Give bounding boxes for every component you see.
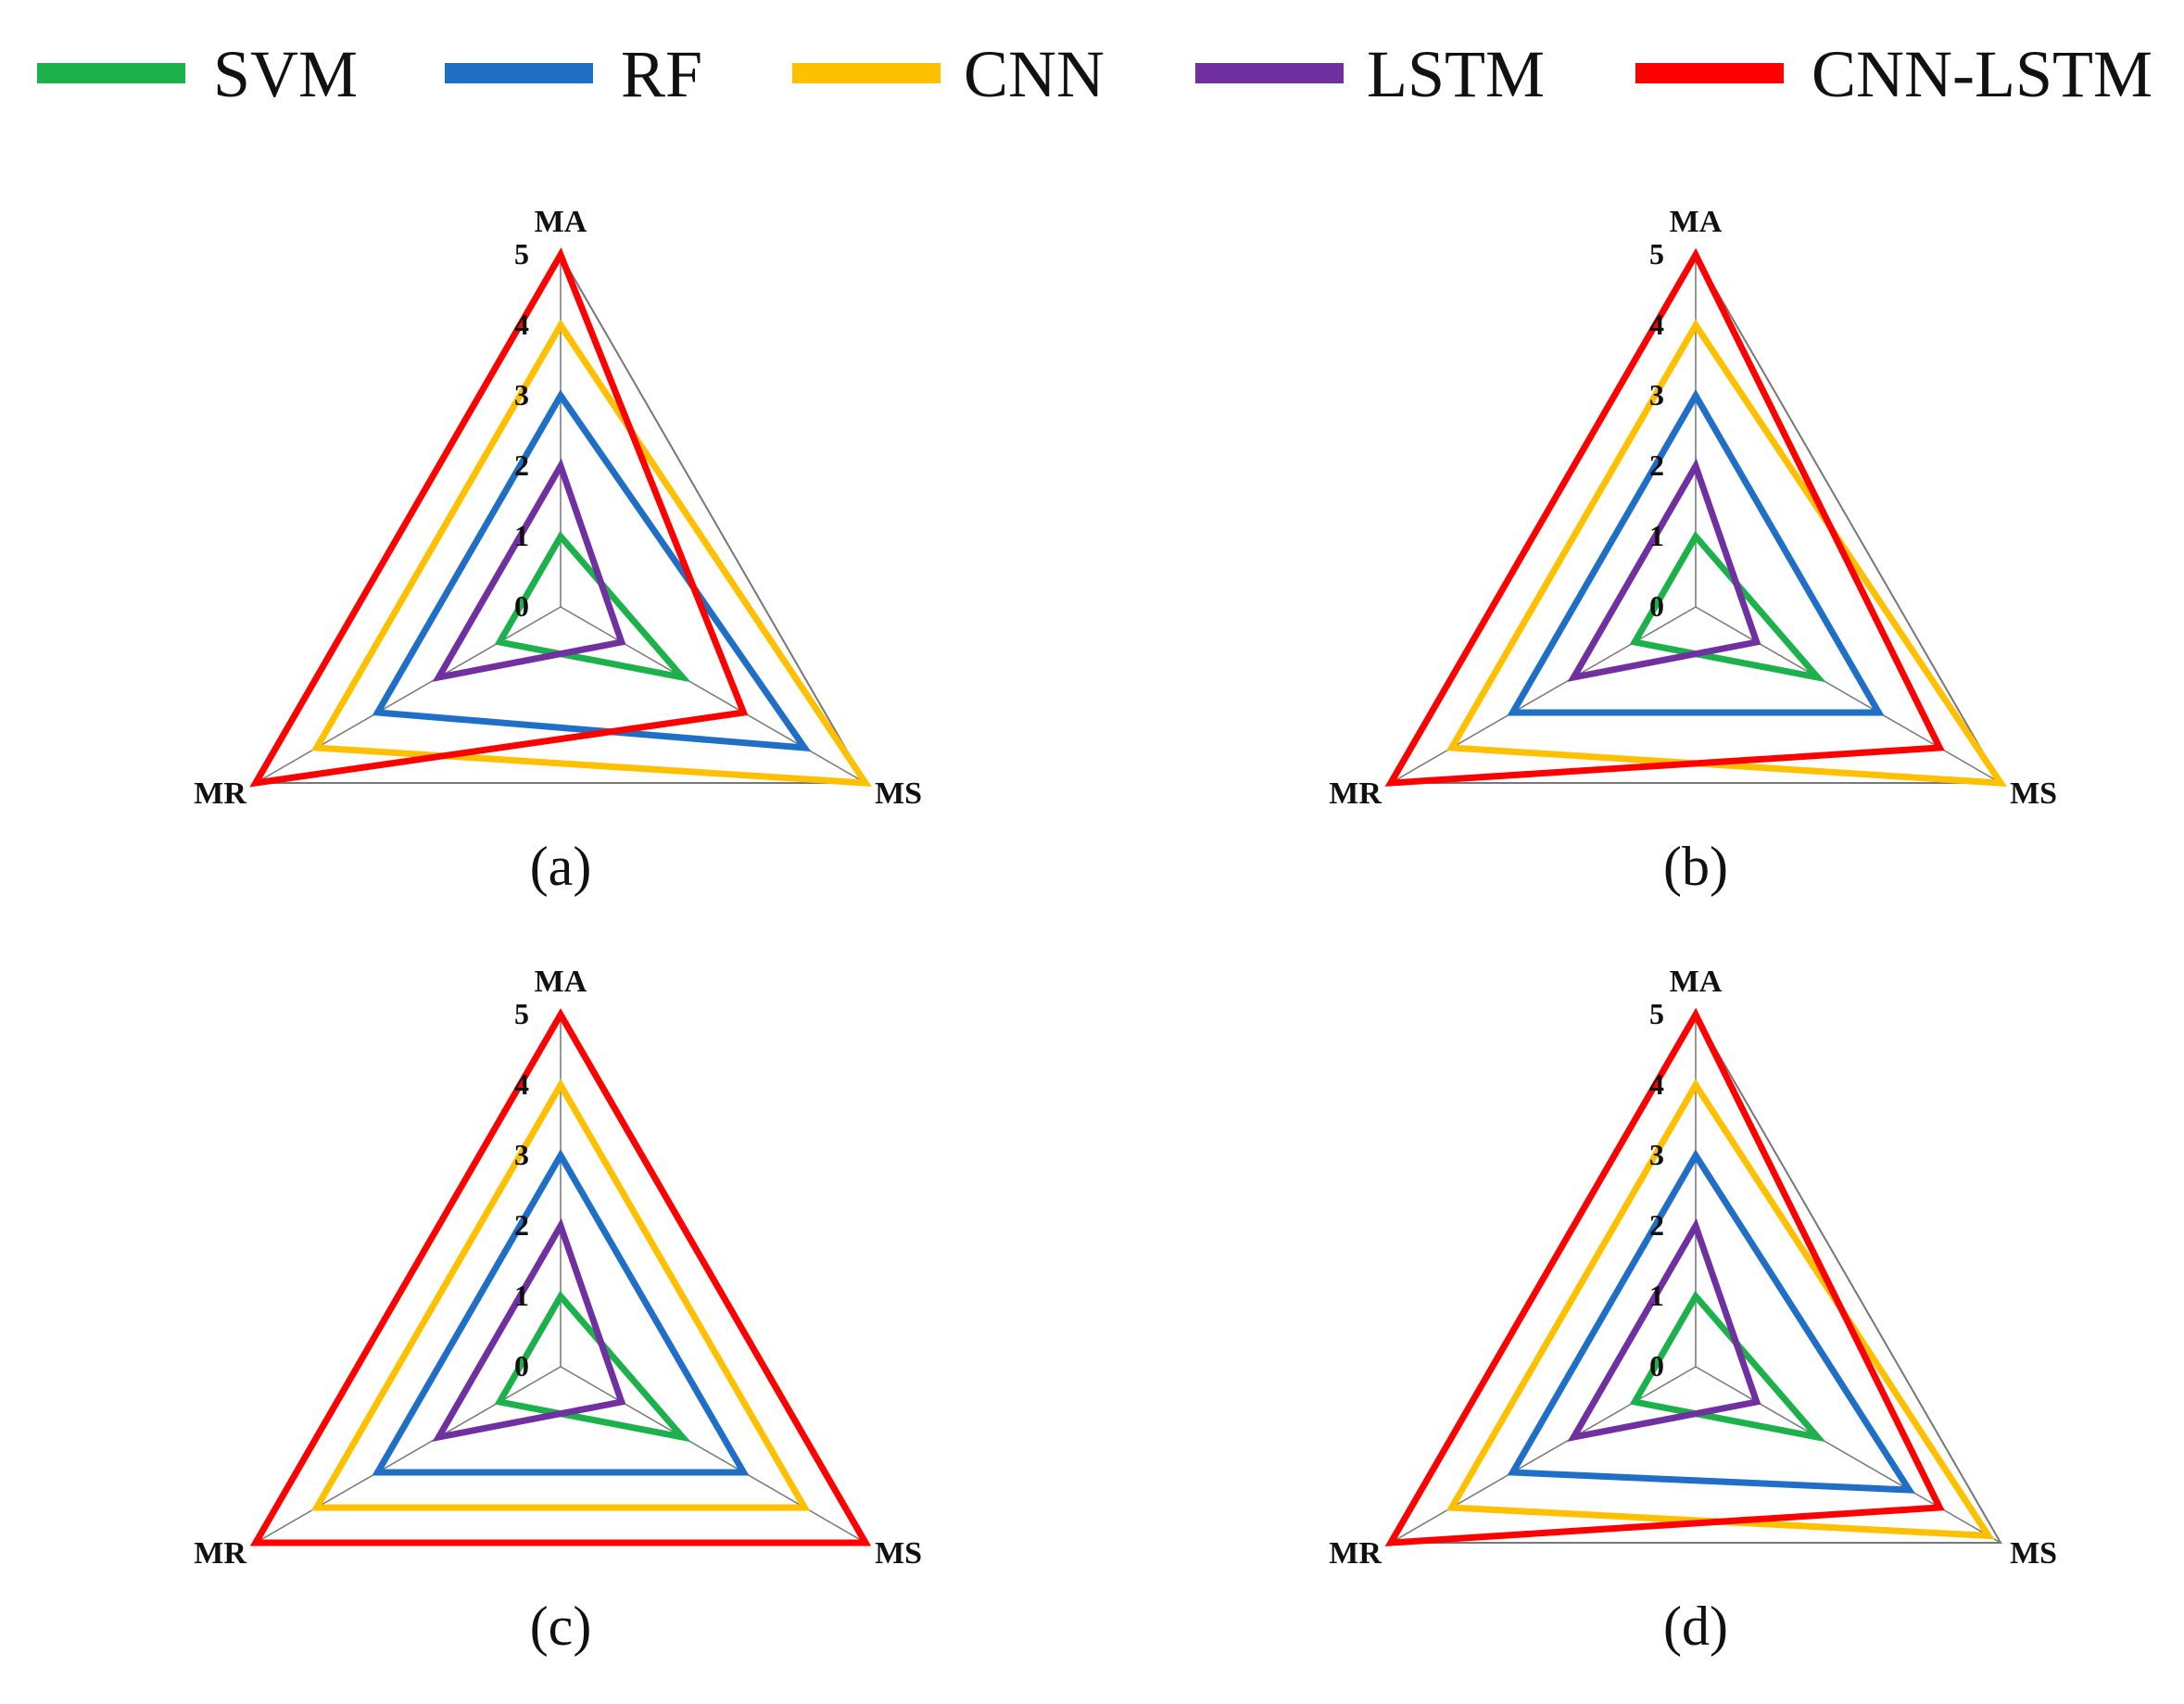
radar-spoke [1695,1366,2001,1544]
legend-label-lstm: LSTM [1367,37,1546,111]
radar-series-svm [494,1290,691,1443]
tick-label: 1 [1649,519,1664,552]
axis-label-ms: MS [2010,1536,2057,1571]
tick-label: 0 [514,1349,529,1382]
radar-spoke [560,606,866,784]
radar-series-rf [372,389,812,752]
tick-label: 1 [1649,1279,1664,1312]
radar-series-cnn [310,319,872,787]
axis-label-mr: MR [194,776,246,811]
legend-swatch-rf [445,63,593,83]
tick-label: 5 [1649,237,1664,271]
panel-label: (c) [530,1596,592,1657]
panel-label: (d) [1663,1596,1728,1657]
radar-series-cnn-lstm [1384,1007,1945,1546]
radar-series-rf [372,1149,750,1476]
radar-spoke [255,606,562,784]
tick-label: 3 [1649,1138,1664,1171]
legend-swatch-lstm [1195,63,1344,83]
legend-label-cnn: CNN [964,37,1105,111]
tick-label: 3 [514,378,529,411]
axis-label-ms: MS [875,1536,922,1571]
legend-swatch-cnn-lstm [1635,63,1784,83]
radar-panel-b: 0 1 2 3 4 5MA MS MR (b) [1329,205,2057,897]
axis-label-ma: MA [1670,205,1723,239]
tick-label: 3 [514,1138,529,1171]
tick-label: 5 [1649,997,1664,1030]
radar-spoke [560,1366,866,1544]
radar-spoke [1695,606,2001,784]
panel-label: (b) [1663,836,1728,897]
radar-series-rf [1507,1149,1915,1494]
legend-label-svm: SVM [213,37,359,111]
panel-label: (a) [530,836,592,897]
radar-spoke [1390,606,1697,784]
radar-series-cnn-lstm [249,247,749,788]
radar-series-svm [494,530,691,683]
tick-label: 2 [1649,448,1664,482]
radar-series-cnn-lstm [1384,247,1945,787]
tick-label: 3 [1649,378,1664,411]
radar-series-svm [1629,1290,1826,1443]
legend-swatch-cnn [792,63,941,83]
tick-label: 4 [1649,308,1664,341]
tick-label: 0 [1649,1349,1664,1382]
axis-label-ma: MA [1670,965,1723,999]
radar-spoke [255,1366,562,1544]
radar-panel-a: 0 1 2 3 4 5MA MS MR (a) [194,205,922,897]
tick-label: 2 [514,1208,529,1242]
legend-label-cnn-lstm: CNN-LSTM [1812,37,2153,111]
radar-series-svm [1629,530,1826,683]
axis-label-ms: MS [2010,776,2057,811]
tick-label: 2 [514,448,529,482]
legend: SVM RF CNN LSTM CNN-LSTM [0,0,2184,139]
tick-label: 4 [514,1067,529,1101]
radar-series-lstm [432,458,626,682]
legend-swatch-svm [37,63,185,83]
radar-series-lstm [1567,1218,1761,1442]
tick-label: 4 [1649,1067,1664,1101]
tick-label: 1 [514,1279,529,1312]
tick-label: 5 [514,997,529,1030]
axis-label-ma: MA [535,205,587,239]
tick-label: 0 [1649,589,1664,623]
radar-panel-d: 0 1 2 3 4 5MA MS MR (d) [1329,965,2057,1657]
tick-label: 1 [514,519,529,552]
radar-series-cnn [1445,1079,1995,1540]
axis-label-mr: MR [194,1536,246,1571]
axis-label-mr: MR [1329,1536,1382,1571]
tick-label: 4 [514,308,529,341]
radar-panel-c: 0 1 2 3 4 5MA MS MR (c) [194,965,922,1657]
radar-spoke [1390,1366,1697,1544]
radar-series-rf [1507,389,1885,716]
legend-label-rf: RF [621,37,703,111]
tick-label: 5 [514,237,529,271]
radar-series-lstm [432,1218,626,1442]
radar-series-cnn [310,1079,811,1511]
axis-label-mr: MR [1329,776,1382,811]
radar-series-cnn-lstm [249,1008,872,1546]
radar-series-lstm [1567,458,1761,682]
tick-label: 0 [514,589,529,623]
axis-label-ma: MA [535,965,587,999]
radar-series-cnn [1445,319,2007,787]
tick-label: 2 [1649,1208,1664,1242]
axis-label-ms: MS [875,776,922,811]
